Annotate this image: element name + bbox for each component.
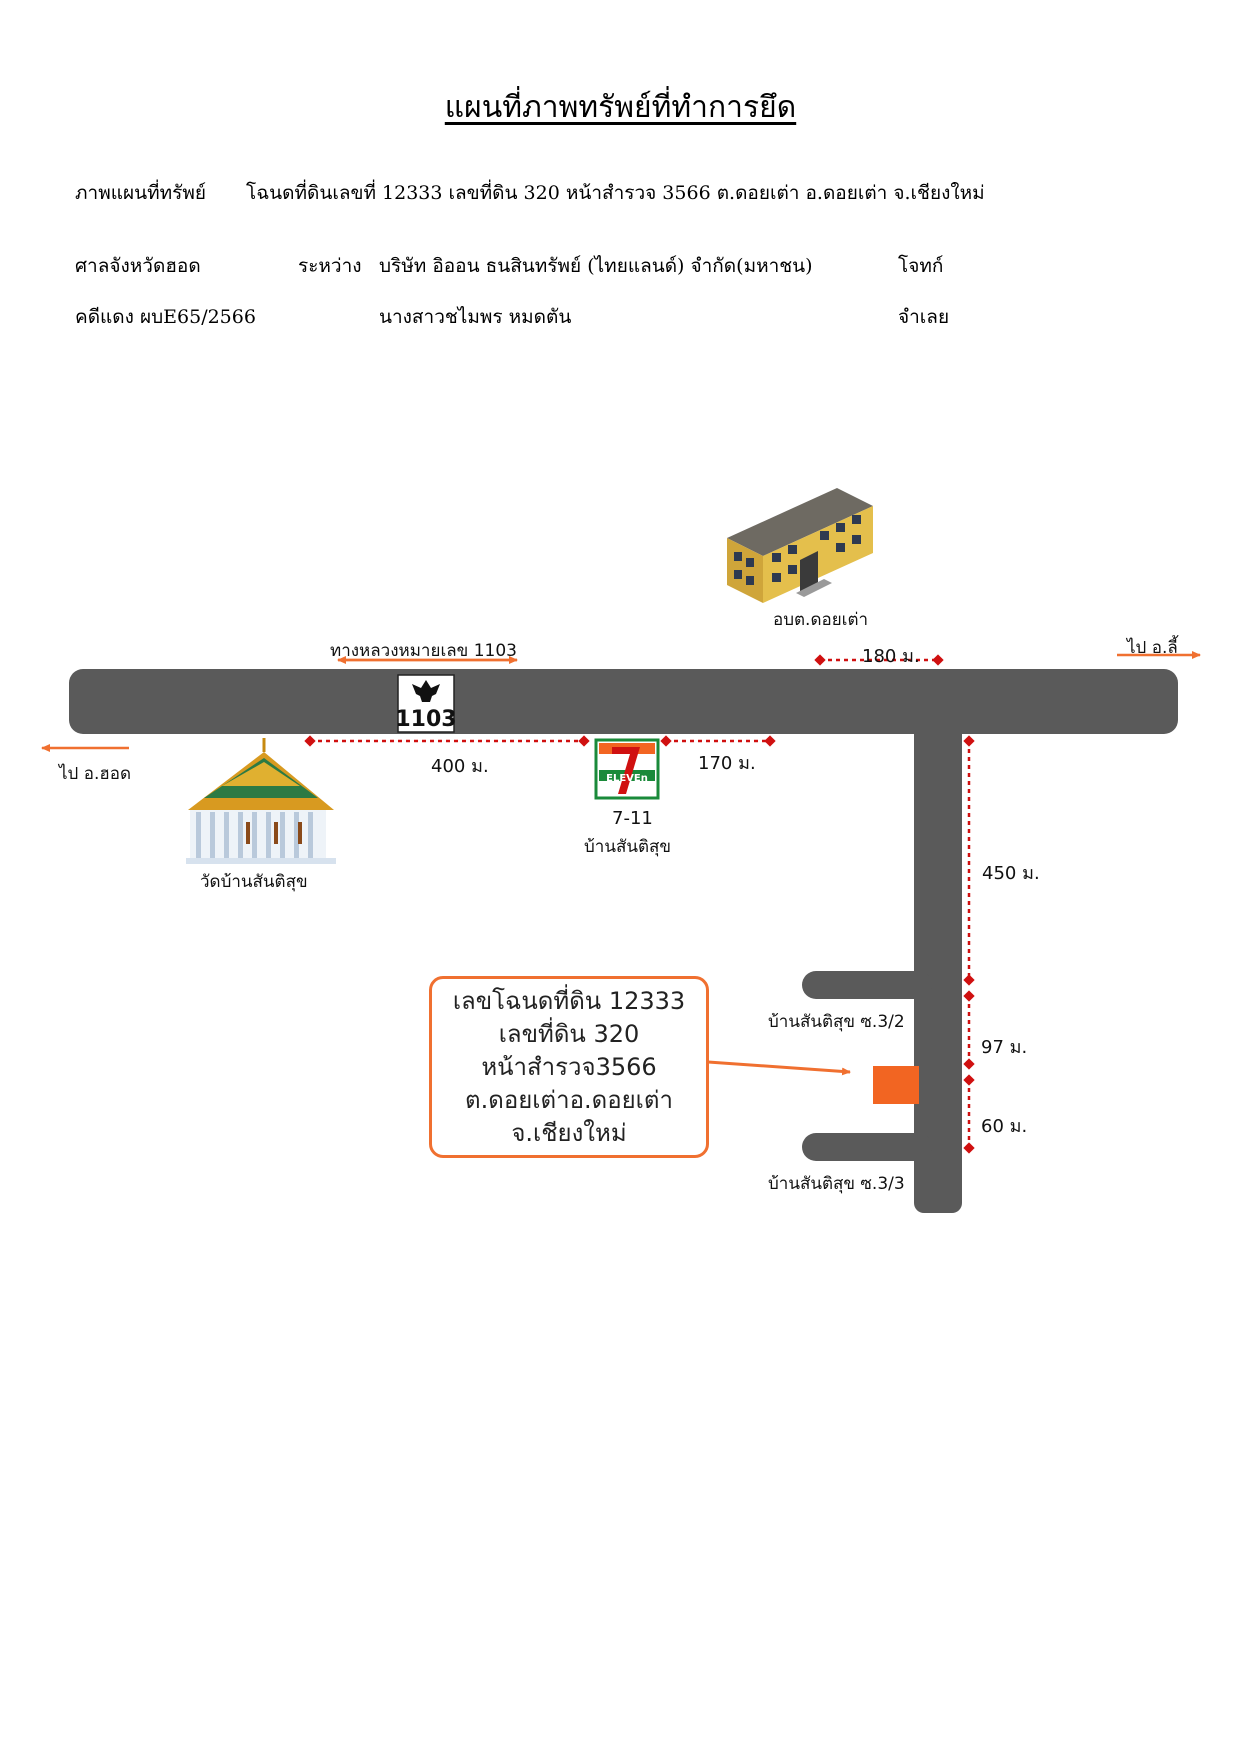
plot-info-callout: เลขโฉนดที่ดิน 12333 เลขที่ดิน 320 หน้าสำ… — [429, 976, 709, 1158]
temple-label: วัดบ้านสันติสุข — [200, 872, 308, 892]
distance-97: 97 ม. — [981, 1037, 1028, 1058]
direction-arrows — [41, 651, 1201, 1076]
distance-60: 60 ม. — [981, 1116, 1028, 1137]
plaintiff-role: โจทก์ — [898, 255, 944, 277]
court-name: ศาลจังหวัดฮอด — [75, 255, 201, 277]
callout-subdistrict: ต.ดอยเต่าอ.ดอยเต่า — [465, 1085, 673, 1114]
to-li-label: ไป อ.ลี้ — [1127, 638, 1178, 658]
defendant-name: นางสาวชไมพร หมดตัน — [379, 306, 572, 328]
distance-450: 450 ม. — [982, 863, 1040, 884]
plaintiff-name: บริษัท อิออน ธนสินทรัพย์ (ไทยแลนด์) จำกั… — [379, 255, 813, 277]
garuda-highway-shield — [397, 674, 455, 733]
callout-survey-page: หน้าสำรวจ3566 — [481, 1052, 657, 1081]
soi-3-3-road — [802, 1133, 932, 1161]
sao-label: อบต.ดอยเต่า — [773, 610, 869, 630]
distance-lines — [310, 658, 971, 1148]
defendant-role: จำเลย — [898, 306, 950, 328]
village-road — [914, 705, 962, 1213]
header-map-label: ภาพแผนที่ทรัพย์ — [75, 182, 206, 204]
soi-3-2-road — [802, 971, 932, 999]
highway-shield-number: 1103 — [395, 707, 456, 732]
page-title: แผนที่ภาพทรัพย์ที่ทำการยึด — [444, 90, 797, 125]
svg-text:ELEVEn: ELEVEn — [606, 773, 648, 784]
to-hot-label: ไป อ.ฮอด — [59, 764, 131, 784]
temple-icon — [186, 738, 336, 864]
case-number: คดีแดง ผบE65/2566 — [75, 306, 256, 328]
store-name: 7-11 — [612, 808, 653, 829]
between-label: ระหว่าง — [298, 255, 362, 277]
distance-400: 400 ม. — [431, 756, 489, 777]
distance-markers — [304, 654, 975, 1154]
main-highway-road — [69, 669, 1178, 734]
callout-deed-no: เลขโฉนดที่ดิน 12333 — [452, 986, 686, 1015]
building-icon — [727, 488, 873, 603]
seven-eleven-logo: ELEVEn — [594, 738, 660, 800]
callout-province: จ.เชียงใหม่ — [511, 1118, 627, 1147]
callout-land-no: เลขที่ดิน 320 — [498, 1019, 640, 1048]
callout-pointer-arrow — [707, 1060, 851, 1076]
soi-3-2-label: บ้านสันติสุข ซ.3/2 — [768, 1012, 905, 1032]
road-network — [69, 669, 1178, 1213]
land-plot-marker — [873, 1066, 919, 1104]
header-deed-info: โฉนดที่ดินเลขที่ 12333 เลขที่ดิน 320 หน้… — [246, 182, 985, 204]
distance-180: 180 ม. — [862, 646, 920, 667]
store-village: บ้านสันติสุข — [584, 837, 671, 857]
distance-170: 170 ม. — [698, 753, 756, 774]
highway-label: ทางหลวงหมายเลข 1103 — [330, 641, 517, 661]
soi-3-3-label: บ้านสันติสุข ซ.3/3 — [768, 1174, 905, 1194]
